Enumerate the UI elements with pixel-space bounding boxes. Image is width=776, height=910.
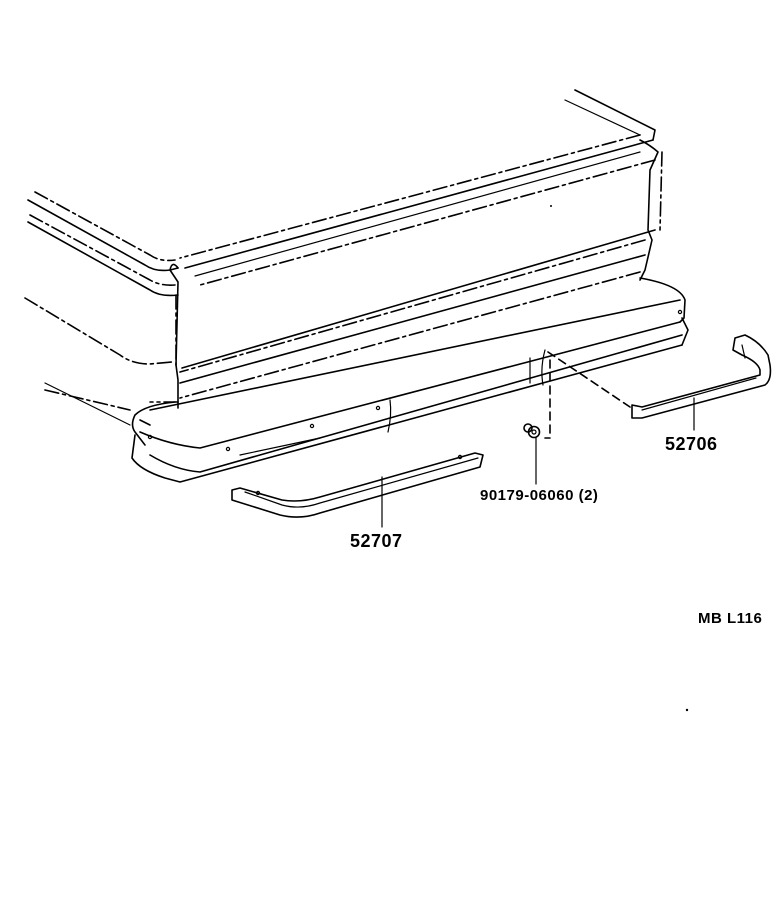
stray-marks <box>550 205 689 712</box>
drawing-code: MB L116 <box>698 610 763 627</box>
part-number-52706: 52706 <box>665 434 718 454</box>
rear-panel <box>149 139 663 409</box>
molding-52707 <box>231 452 484 528</box>
part-number-52707: 52707 <box>350 531 403 551</box>
molding-52706 <box>631 334 772 431</box>
rear-bumper <box>131 277 689 483</box>
part-number-clip: 90179-06060 (2) <box>480 487 599 504</box>
clip-90179-06060 <box>523 351 631 485</box>
trunk-lid <box>179 89 656 286</box>
left-quarter-panel <box>24 191 179 426</box>
